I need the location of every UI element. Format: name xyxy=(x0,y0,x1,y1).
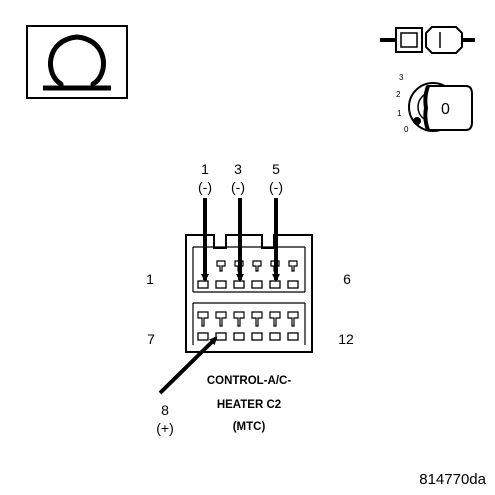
terminal-cavity-1 xyxy=(197,280,209,289)
terminal-cavity-8 xyxy=(215,311,227,341)
probe-3-polarity-label: (-) xyxy=(231,179,245,195)
connector-title-line-1: CONTROL-A/C- xyxy=(207,375,291,387)
ignition-position-2: 2 xyxy=(396,90,401,99)
ignition-key-label: 0 xyxy=(441,101,450,118)
connector-title-line-3: (MTC) xyxy=(233,421,266,433)
probe-5-polarity-label: (-) xyxy=(269,179,283,195)
probe-8-pin-label: 8 xyxy=(161,402,169,418)
probe-8-arrow xyxy=(158,336,218,395)
probe-1-pin-label: 1 xyxy=(201,161,209,177)
terminal-cavity-4 xyxy=(251,260,263,289)
terminal-cavity-11 xyxy=(269,311,281,341)
connector-c2 xyxy=(185,234,313,353)
terminal-cavity-2 xyxy=(215,260,227,289)
terminal-cavity-7 xyxy=(197,311,209,341)
terminal-cavity-10 xyxy=(251,311,263,341)
ignition-position-0: 0 xyxy=(404,125,409,134)
probe-5-pin-label: 5 xyxy=(272,161,280,177)
ignition-switch-icon: 3 2 1 0 0 xyxy=(396,73,473,134)
connector-title-line-2: HEATER C2 xyxy=(217,399,281,411)
probe-3-pin-label: 3 xyxy=(234,161,242,177)
disconnected-connector-icon xyxy=(380,26,475,54)
connector-pin-12-label: 12 xyxy=(338,331,354,347)
ohmmeter-icon xyxy=(26,25,128,99)
figure-code: 814770da xyxy=(419,471,486,488)
terminal-cavity-12 xyxy=(287,311,299,341)
connector-pin-1-label: 1 xyxy=(146,271,154,287)
connector-pin-7-label: 7 xyxy=(147,331,155,347)
probe-1-polarity-label: (-) xyxy=(198,179,212,195)
ignition-position-1: 1 xyxy=(397,109,402,118)
terminal-cavity-6 xyxy=(287,260,299,289)
probe-8-polarity-label: (+) xyxy=(156,420,174,436)
terminal-cavity-9 xyxy=(233,311,245,341)
connector-pin-6-label: 6 xyxy=(343,271,351,287)
ignition-position-3: 3 xyxy=(399,73,404,82)
